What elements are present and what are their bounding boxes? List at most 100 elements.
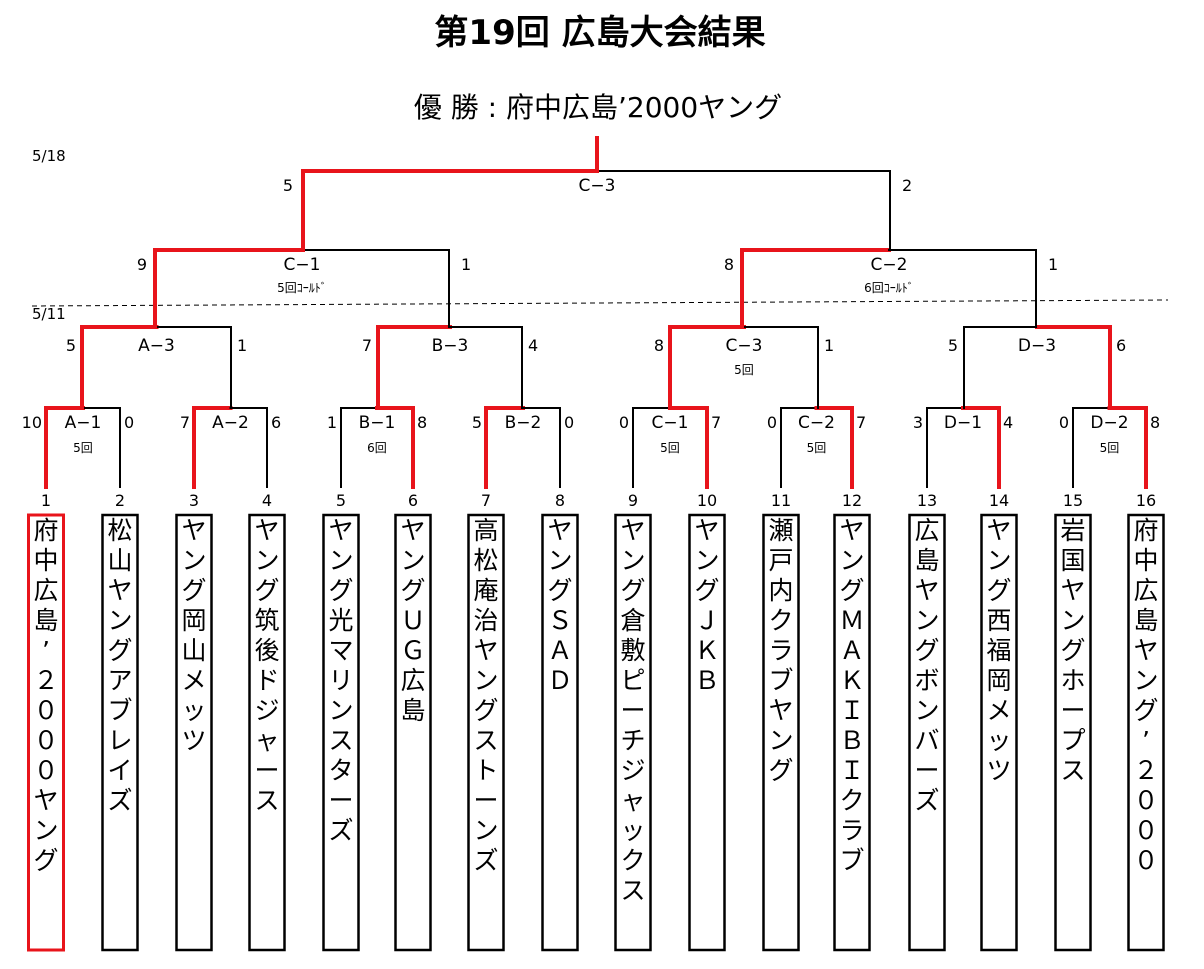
match-label: A−1 [65, 413, 102, 433]
team-name-box [614, 513, 652, 952]
match-label: C−3 [579, 176, 616, 196]
score-left: 8 [724, 255, 734, 274]
team-name: ヤングＪＫＢ [694, 516, 719, 695]
match-label: D−2 [1090, 413, 1128, 433]
team-entry: 7 高松庵治ヤングストーンズ [467, 491, 505, 952]
team-name: ヤング西福岡メッツ [986, 516, 1011, 785]
team-name-box [833, 513, 871, 952]
score-left: 0 [767, 413, 777, 432]
champion-line: 優 勝 : 府中広島’2000ヤング [414, 91, 782, 124]
score-right: 2 [902, 176, 912, 195]
score-right: 7 [711, 413, 721, 432]
match-note: 5回ｺｰﾙﾄﾞ [277, 281, 327, 295]
score-left: 5 [948, 336, 958, 355]
score-right: 1 [1048, 255, 1058, 274]
team-entry: 9 ヤング倉敷ピーチジャックス [614, 491, 652, 952]
match-note: 5回 [1100, 441, 1120, 455]
team-name-box [248, 513, 286, 952]
team-entry: 5 ヤング光マリンスターズ [322, 491, 360, 952]
team-name: ヤング岡山メッツ [181, 516, 206, 755]
match-label: B−2 [505, 413, 542, 433]
team-seed-number: 16 [1136, 491, 1156, 510]
team-name-box [101, 513, 139, 952]
match-label: C−1 [284, 255, 321, 275]
team-name: ヤングＵＧ広島 [400, 516, 425, 725]
score-right: 7 [856, 413, 866, 432]
match-label: B−1 [359, 413, 396, 433]
score-left: 9 [137, 255, 147, 274]
team-name: 岩国ヤングホープス [1060, 516, 1085, 785]
date-final: 5/18 [32, 147, 66, 165]
score-right: 1 [824, 336, 834, 355]
team-entry: 2 松山ヤングアブレイズ [101, 491, 139, 952]
match-note: 6回ｺｰﾙﾄﾞ [864, 281, 914, 295]
team-name: ヤングＭＡＫＩＢＩクラブ [839, 516, 864, 875]
team-name-box [467, 513, 505, 952]
team-seed-number: 2 [115, 491, 125, 510]
score-right: 0 [564, 413, 574, 432]
team-entry: 15 岩国ヤングホープス [1054, 491, 1092, 952]
team-name: ヤング光マリンスターズ [328, 516, 353, 845]
team-seed-number: 3 [189, 491, 199, 510]
match-note: 5回 [73, 441, 93, 455]
team-name: 松山ヤングアブレイズ [107, 516, 132, 815]
team-name: ヤング倉敷ピーチジャックス [620, 516, 645, 905]
team-seed-number: 4 [262, 491, 272, 510]
team-name: 高松庵治ヤングストーンズ [473, 516, 498, 875]
team-seed-number: 10 [697, 491, 717, 510]
score-left: 10 [22, 413, 42, 432]
match-label: A−2 [212, 413, 249, 433]
team-seed-number: 9 [628, 491, 638, 510]
score-left: 0 [619, 413, 629, 432]
round-date-divider [31, 299, 1169, 307]
score-right: 4 [1003, 413, 1013, 432]
team-name-box [175, 513, 213, 952]
team-entry: 12 ヤングＭＡＫＩＢＩクラブ [833, 491, 871, 952]
team-seed-number: 8 [555, 491, 565, 510]
team-entry: 14 ヤング西福岡メッツ [980, 491, 1018, 952]
score-right: 8 [1150, 413, 1160, 432]
bracket-lines [44, 136, 1148, 489]
team-seed-number: 15 [1063, 491, 1083, 510]
match-label: A−3 [138, 336, 175, 356]
match-note: 5回 [734, 363, 754, 377]
team-seed-number: 12 [842, 491, 862, 510]
team-list: 1府中広島’２０００ヤング2松山ヤングアブレイズ3ヤング岡山メッツ4ヤング筑後ド… [27, 491, 1165, 952]
score-left: 7 [362, 336, 372, 355]
score-left: 5 [66, 336, 76, 355]
team-name: 府中広島ヤング’２０００ [1133, 516, 1158, 875]
score-left: 8 [654, 336, 664, 355]
team-name-box [908, 513, 946, 952]
match-label: C−2 [798, 413, 835, 433]
match-note: 5回 [807, 441, 827, 455]
score-right: 1 [461, 255, 471, 274]
team-name-box [322, 513, 360, 952]
team-name-box [394, 513, 432, 952]
team-seed-number: 5 [336, 491, 346, 510]
team-name: 広島ヤングボンバーズ [914, 516, 939, 815]
team-name-box [1054, 513, 1092, 952]
team-seed-number: 14 [989, 491, 1009, 510]
team-name-box [762, 513, 800, 952]
score-left: 0 [1059, 413, 1069, 432]
score-left: 5 [472, 413, 482, 432]
team-entry: 16 府中広島ヤング’２０００ [1127, 491, 1165, 952]
bracket-title: 第19回 広島大会結果 [434, 13, 765, 53]
team-seed-number: 7 [481, 491, 491, 510]
score-left: 1 [327, 413, 337, 432]
team-entry: 10 ヤングＪＫＢ [688, 491, 726, 952]
score-right: 1 [237, 336, 247, 355]
team-name-box [980, 513, 1018, 952]
match-label: B−3 [432, 336, 469, 356]
team-name: 瀬戸内クラブヤング [768, 516, 793, 785]
team-seed-number: 1 [41, 491, 51, 510]
score-left: 3 [913, 413, 923, 432]
team-entry: 3 ヤング岡山メッツ [175, 491, 213, 952]
